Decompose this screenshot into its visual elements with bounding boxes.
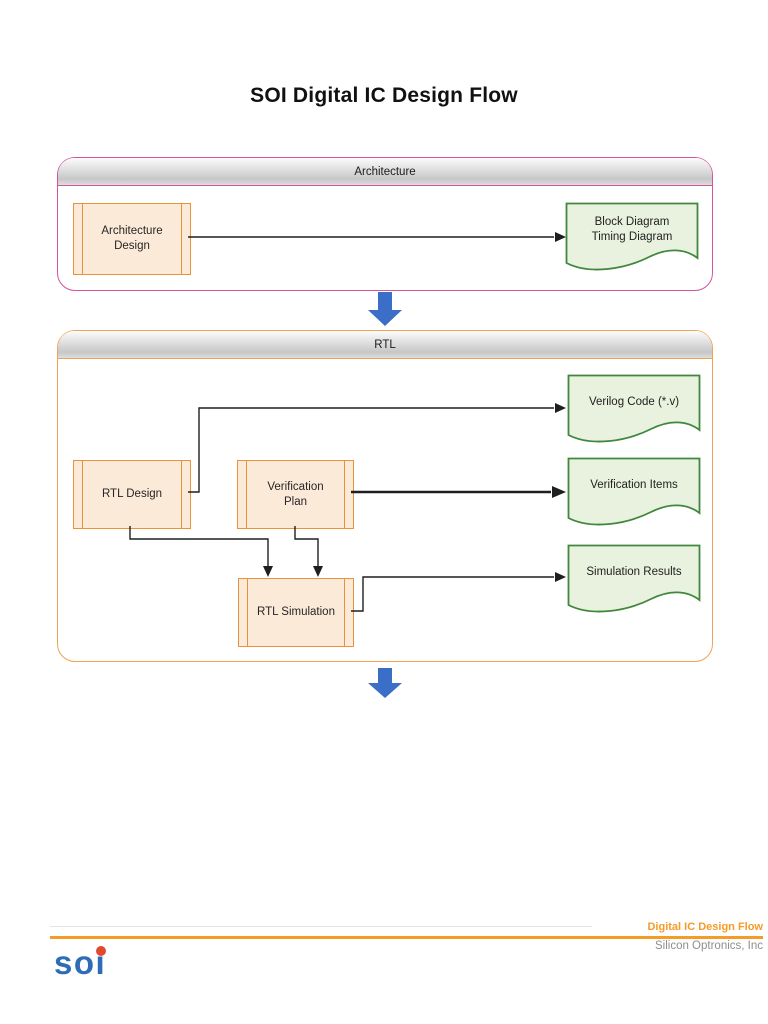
process-inner-line-icon bbox=[246, 461, 247, 528]
process-rtl-simulation-label: RTL Simulation bbox=[257, 606, 335, 619]
flow-down-arrow-icon bbox=[368, 668, 402, 698]
document-shape-icon bbox=[567, 544, 701, 613]
process-architecture-design: Architecture Design bbox=[73, 203, 191, 275]
document-shape-icon bbox=[567, 457, 701, 526]
section-architecture-label: Architecture bbox=[354, 165, 416, 178]
flow-down-arrow-icon bbox=[368, 292, 402, 326]
footer-company-name: Silicon Optronics, Inc bbox=[654, 940, 763, 952]
company-logo: soi bbox=[54, 946, 106, 979]
process-verification-plan: Verification Plan bbox=[237, 460, 354, 529]
footer-doc-title: Digital IC Design Flow bbox=[647, 921, 763, 933]
section-architecture-header: Architecture bbox=[58, 158, 712, 186]
doc-simulation-results-label: Simulation Results bbox=[586, 565, 682, 578]
process-verification-plan-label: Verification Plan bbox=[267, 480, 324, 508]
doc-block-diagram: Block Diagram Timing Diagram bbox=[565, 202, 699, 275]
section-rtl-label: RTL bbox=[374, 338, 396, 351]
process-inner-line-icon bbox=[82, 204, 83, 274]
logo-letter-i: i bbox=[96, 946, 107, 979]
doc-block-diagram-label: Block Diagram Timing Diagram bbox=[591, 216, 673, 243]
process-rtl-simulation: RTL Simulation bbox=[238, 578, 354, 647]
process-inner-line-icon bbox=[181, 461, 182, 528]
process-rtl-design: RTL Design bbox=[73, 460, 191, 529]
doc-verification-items: Verification Items bbox=[567, 457, 701, 530]
section-rtl-header: RTL bbox=[58, 331, 712, 359]
document-shape-icon bbox=[567, 374, 701, 443]
process-inner-line-icon bbox=[247, 579, 248, 646]
process-inner-line-icon bbox=[344, 461, 345, 528]
footer-divider-orange bbox=[50, 936, 763, 939]
section-rtl: RTL Verilog Code (*.v) Verification Item… bbox=[57, 330, 713, 662]
section-architecture: Architecture Architecture Design Block D… bbox=[57, 157, 713, 291]
logo-letter-i-glyph: i bbox=[95, 944, 107, 981]
document-shape-icon bbox=[565, 202, 699, 271]
page-title: SOI Digital IC Design Flow bbox=[250, 84, 518, 107]
logo-red-dot-icon bbox=[95, 946, 106, 956]
process-inner-line-icon bbox=[344, 579, 345, 646]
doc-verilog-code: Verilog Code (*.v) bbox=[567, 374, 701, 447]
process-architecture-design-label: Architecture Design bbox=[101, 225, 163, 252]
doc-simulation-results: Simulation Results bbox=[567, 544, 701, 617]
footer-divider-thin bbox=[50, 926, 592, 927]
logo-text: so bbox=[54, 944, 96, 981]
doc-verification-items-label: Verification Items bbox=[590, 478, 678, 491]
process-inner-line-icon bbox=[82, 461, 83, 528]
process-rtl-design-label: RTL Design bbox=[101, 488, 163, 501]
process-inner-line-icon bbox=[181, 204, 182, 274]
doc-verilog-code-label: Verilog Code (*.v) bbox=[588, 395, 680, 408]
